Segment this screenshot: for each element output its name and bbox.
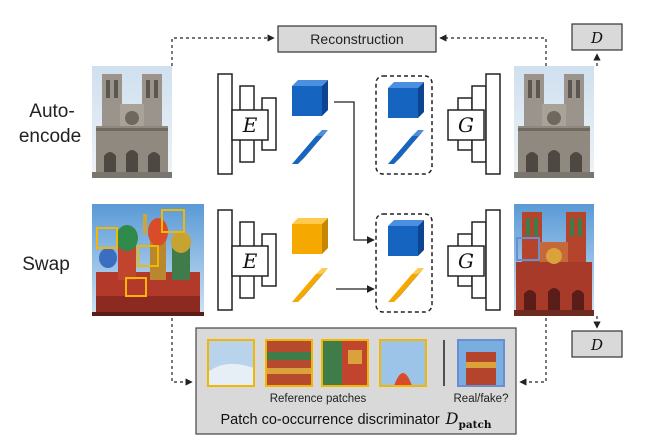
structure-code-blue: [292, 80, 328, 116]
reconstruction-loss: Reconstruction: [277, 25, 437, 53]
encoder-autoencode: E: [217, 73, 277, 175]
patch-discriminator-panel: Reference patches Real/fake? Patch co-oc…: [195, 327, 517, 435]
output-image-reconstruction: [514, 66, 594, 178]
real-fake-label: Real/fake?: [454, 393, 509, 405]
structure-code-yellow: [292, 218, 328, 254]
reconstruction-label: Reconstruction: [310, 31, 403, 47]
reconstruction-arrow-right: [439, 34, 547, 66]
structure-swap-arrow: [334, 101, 375, 244]
input-image-st-basils: [92, 204, 204, 316]
reference-patch-4: [379, 339, 427, 387]
reconstruction-arrow-left: [171, 34, 275, 66]
generator-label: G: [458, 113, 474, 137]
generator-swap: G: [447, 209, 501, 311]
encoder-label: E: [242, 113, 258, 137]
discriminator-bottom: D: [571, 330, 623, 358]
generator-autoencode: G: [447, 73, 501, 175]
patch-arrow-right: [519, 318, 547, 386]
swap-row-label: Swap: [22, 254, 70, 275]
discriminator-label: D: [590, 29, 603, 47]
autoencode-row-label-line2: encode: [19, 126, 81, 147]
output-image-swapped: [514, 204, 594, 316]
texture-code-yellow: [292, 268, 328, 302]
code-group-autoencode: [375, 75, 433, 175]
reference-patch-3: [321, 339, 369, 387]
patch-arrow-left: [171, 318, 193, 386]
autoencode-row-label: Auto-: [29, 101, 74, 122]
reference-patch-2: [265, 339, 313, 387]
texture-code-blue: [292, 130, 328, 164]
query-patch: [457, 339, 505, 387]
generator-label: G: [458, 249, 474, 273]
input-image-notre-dame: [92, 66, 172, 178]
discriminator-label: D: [590, 336, 603, 354]
encoder-label: E: [242, 249, 258, 273]
reference-patch-1: [207, 339, 255, 387]
reference-patches-label: Reference patches: [270, 393, 367, 405]
discriminator-top: D: [571, 23, 623, 51]
code-group-swap: [375, 213, 433, 313]
encoder-swap: E: [217, 209, 277, 311]
